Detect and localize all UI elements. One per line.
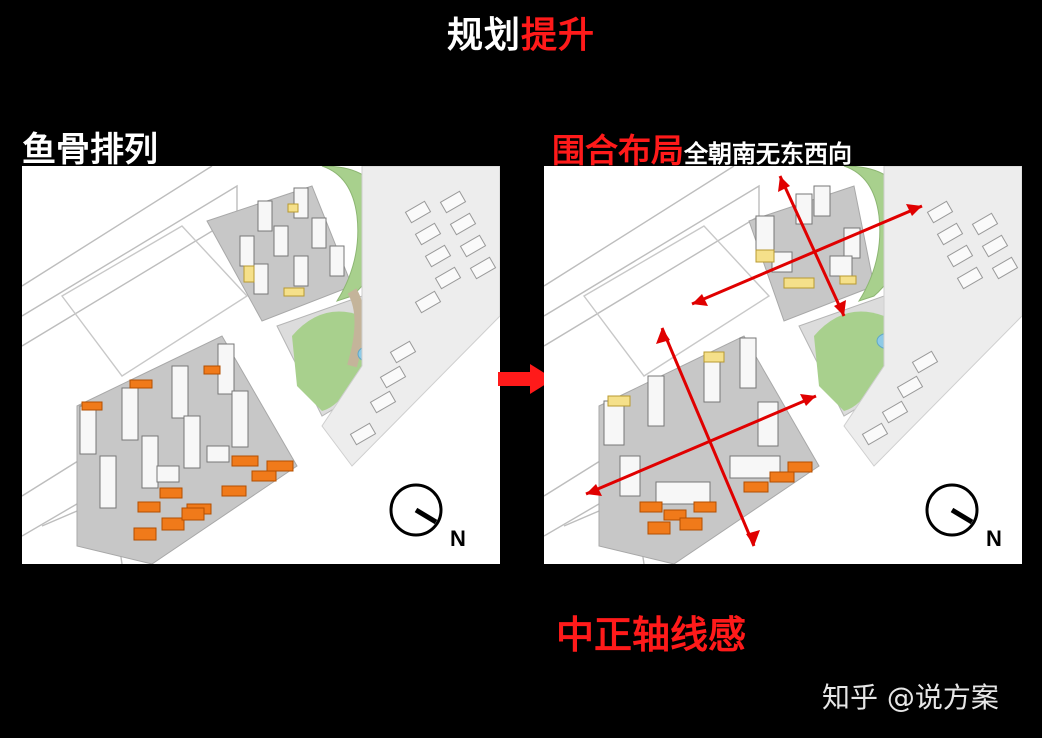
right-site-plan: N — [544, 166, 1022, 564]
left-compass-letter: N — [450, 526, 466, 551]
right-label-red: 围合布局 — [552, 131, 684, 170]
title-part-red: 提升 — [521, 15, 596, 56]
right-panel-label: 围合布局全朝南无东西向 — [552, 124, 852, 172]
title-part-white: 规划 — [446, 15, 521, 56]
left-site-plan-drawing — [22, 166, 500, 564]
watermark: 知乎 @说方案 — [822, 681, 999, 714]
right-compass-letter: N — [986, 526, 1002, 551]
right-site-plan-drawing — [544, 166, 1022, 564]
left-site-plan: N — [22, 166, 500, 564]
compass-icon — [389, 483, 443, 537]
bottom-caption: 中正轴线感 — [556, 613, 747, 657]
left-panel-label: 鱼骨排列 — [22, 130, 158, 170]
right-label-white: 全朝南无东西向 — [684, 140, 852, 168]
right-arrow-icon — [498, 364, 554, 394]
page-title: 规划提升 — [0, 6, 1042, 58]
axis-arrows-icon — [585, 175, 923, 547]
compass-icon — [925, 483, 979, 537]
